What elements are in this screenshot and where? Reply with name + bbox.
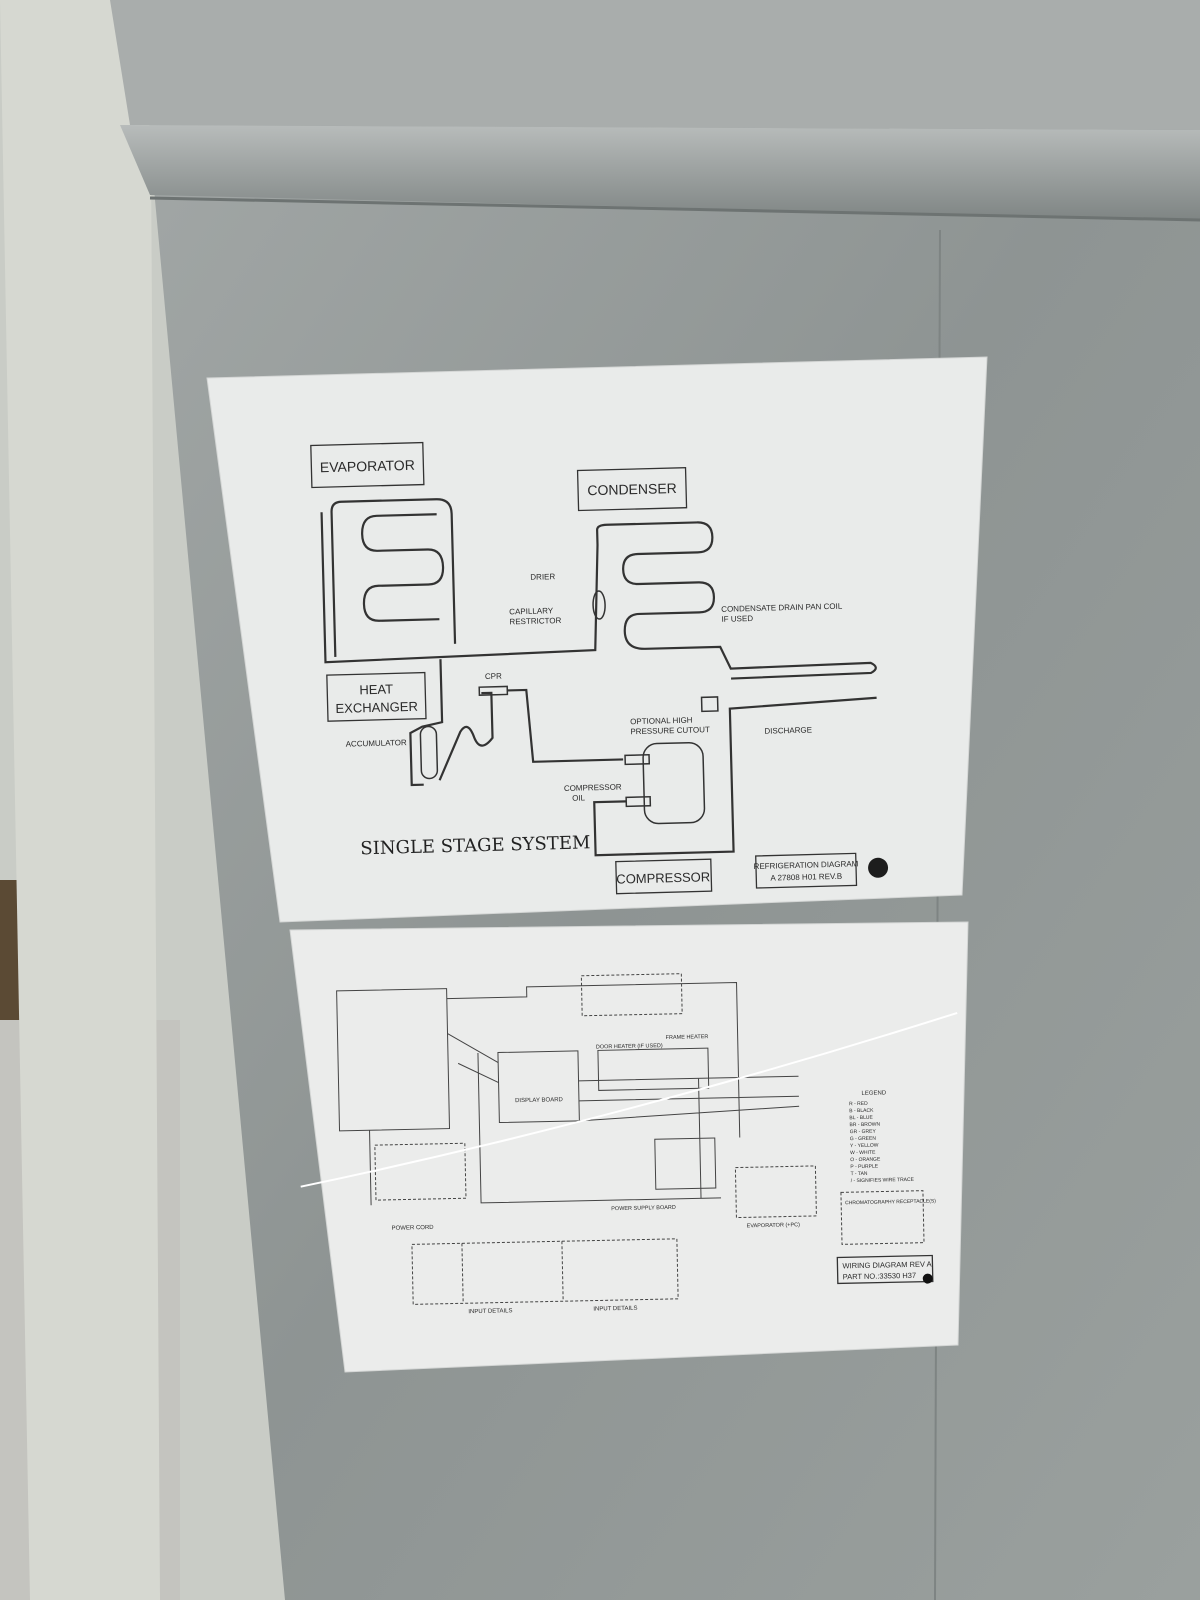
evaporator-coil: [330, 498, 457, 657]
legend-item: Y - YELLOW: [850, 1143, 879, 1150]
compressor-label: COMPRESSOR: [616, 869, 710, 886]
compressor-box: [615, 858, 713, 895]
compressor-oil-label-1: COMPRESSOR: [564, 782, 622, 793]
legend-item: P - PURPLE: [850, 1164, 878, 1171]
input-details-box: [411, 1238, 679, 1305]
capillary-label-2: RESTRICTOR: [509, 616, 561, 626]
discharge-line: [593, 696, 877, 857]
cpr-line: [438, 691, 494, 781]
high-pressure-cutout-icon: [700, 696, 719, 713]
discharge-label: DISCHARGE: [764, 725, 812, 735]
legend-item: / - SIGNIFIES WIRE TRACE: [851, 1177, 915, 1184]
legend-item: BR - BROWN: [849, 1122, 880, 1129]
compressor-icon: [642, 741, 706, 825]
power-cord-label: POWER CORD: [392, 1225, 435, 1232]
evaporator-box: [310, 441, 425, 489]
wiring-titleblock-1: WIRING DIAGRAM REV A: [842, 1259, 931, 1270]
heater-block: [597, 1047, 710, 1091]
heat-exchanger-line: [409, 659, 444, 787]
legend-item: O - ORANGE: [850, 1157, 881, 1164]
legend-item: B - BLACK: [849, 1108, 874, 1115]
legend-list: R - RED B - BLACK BL - BLUE BR - BROWN G…: [849, 1101, 915, 1184]
drier-icon: [592, 590, 606, 620]
input-details-label-1: INPUT DETAILS: [468, 1308, 512, 1315]
display-board-label: DISPLAY BOARD: [515, 1097, 564, 1104]
legend-title: LEGEND: [861, 1090, 886, 1097]
left-frame-post: [0, 0, 160, 1600]
high-pressure-label-2: PRESSURE CUTOUT: [630, 725, 710, 736]
run-start-box: [374, 1142, 467, 1201]
input-details-label-2: INPUT DETAILS: [593, 1306, 637, 1313]
power-supply-board: [654, 1137, 717, 1190]
evaporator-fan-box: [580, 973, 683, 1017]
tape-glare: [300, 1011, 958, 1188]
control-board: [336, 988, 451, 1132]
heat-exchanger-label-1: HEAT: [359, 681, 393, 697]
ledge-edge: [149, 196, 1200, 222]
condensate-label-2: IF USED: [721, 614, 753, 624]
condenser-coil: [596, 521, 877, 680]
refrigeration-diagram-sheet: EVAPORATOR CONDENSER HEAT EXCHANGER COMP…: [206, 356, 988, 923]
capillary-label-1: CAPILLARY: [509, 606, 554, 616]
legend-item: GR - GREY: [850, 1129, 877, 1136]
compressor-inlet: [624, 753, 651, 766]
magnet-dot: [922, 1273, 933, 1284]
condenser-box: [576, 467, 688, 512]
high-pressure-label-1: OPTIONAL HIGH: [630, 716, 693, 727]
wiring-titleblock-2: PART NO.:33530 H37: [843, 1271, 917, 1282]
chromatography-box: [840, 1190, 925, 1245]
cpr-label: CPR: [485, 672, 502, 681]
refrigeration-titleblock-2: A 27808 H01 REV.B: [770, 872, 842, 883]
frame-heater-label: FRAME HEATER: [666, 1034, 709, 1041]
accumulator-label: ACCUMULATOR: [346, 738, 407, 749]
magnet-dot: [868, 857, 889, 878]
accumulator-icon: [419, 725, 439, 780]
power-supply-board-label: POWER SUPPLY BOARD: [611, 1205, 676, 1212]
top-ledge: [120, 125, 1200, 220]
refrigeration-titleblock: [755, 852, 858, 889]
legend-item: BL - BLUE: [849, 1115, 873, 1122]
condensate-label-1: CONDENSATE DRAIN PAN COIL: [721, 602, 843, 614]
upper-panel: [110, 0, 1200, 130]
wiring-diagram-sheet: DISPLAY BOARD DOOR HEATER (IF USED) FRAM…: [289, 921, 969, 1373]
evaporator-pc-box: [734, 1165, 817, 1219]
heat-exchanger-box: [326, 671, 427, 722]
evaporator-label: EVAPORATOR: [320, 457, 415, 475]
display-board: [497, 1050, 580, 1124]
door-heater-label: DOOR HEATER (IF USED): [596, 1043, 663, 1050]
evaporator-pc-label: EVAPORATOR (+PC): [747, 1222, 801, 1229]
heat-exchanger-label-2: EXCHANGER: [335, 699, 418, 716]
refrigeration-titleblock-1: REFRIGERATION DIAGRAM: [753, 859, 858, 871]
chromatography-label: CHROMATOGRAPHY RECEPTACLE(S): [845, 1198, 936, 1206]
wiring-titleblock: [836, 1254, 934, 1285]
suction-to-compressor: [507, 688, 624, 763]
input-details-dividers: [461, 1241, 564, 1304]
drier-label: DRIER: [530, 572, 555, 582]
legend-item: T - TAN: [850, 1171, 867, 1177]
legend-item: W - WHITE: [850, 1150, 876, 1157]
suction-line: [320, 512, 599, 664]
legend-item: G - GREEN: [850, 1136, 877, 1143]
condenser-label: CONDENSER: [587, 480, 677, 498]
legend-item: R - RED: [849, 1101, 868, 1107]
compressor-oil-label-2: OIL: [572, 793, 586, 802]
